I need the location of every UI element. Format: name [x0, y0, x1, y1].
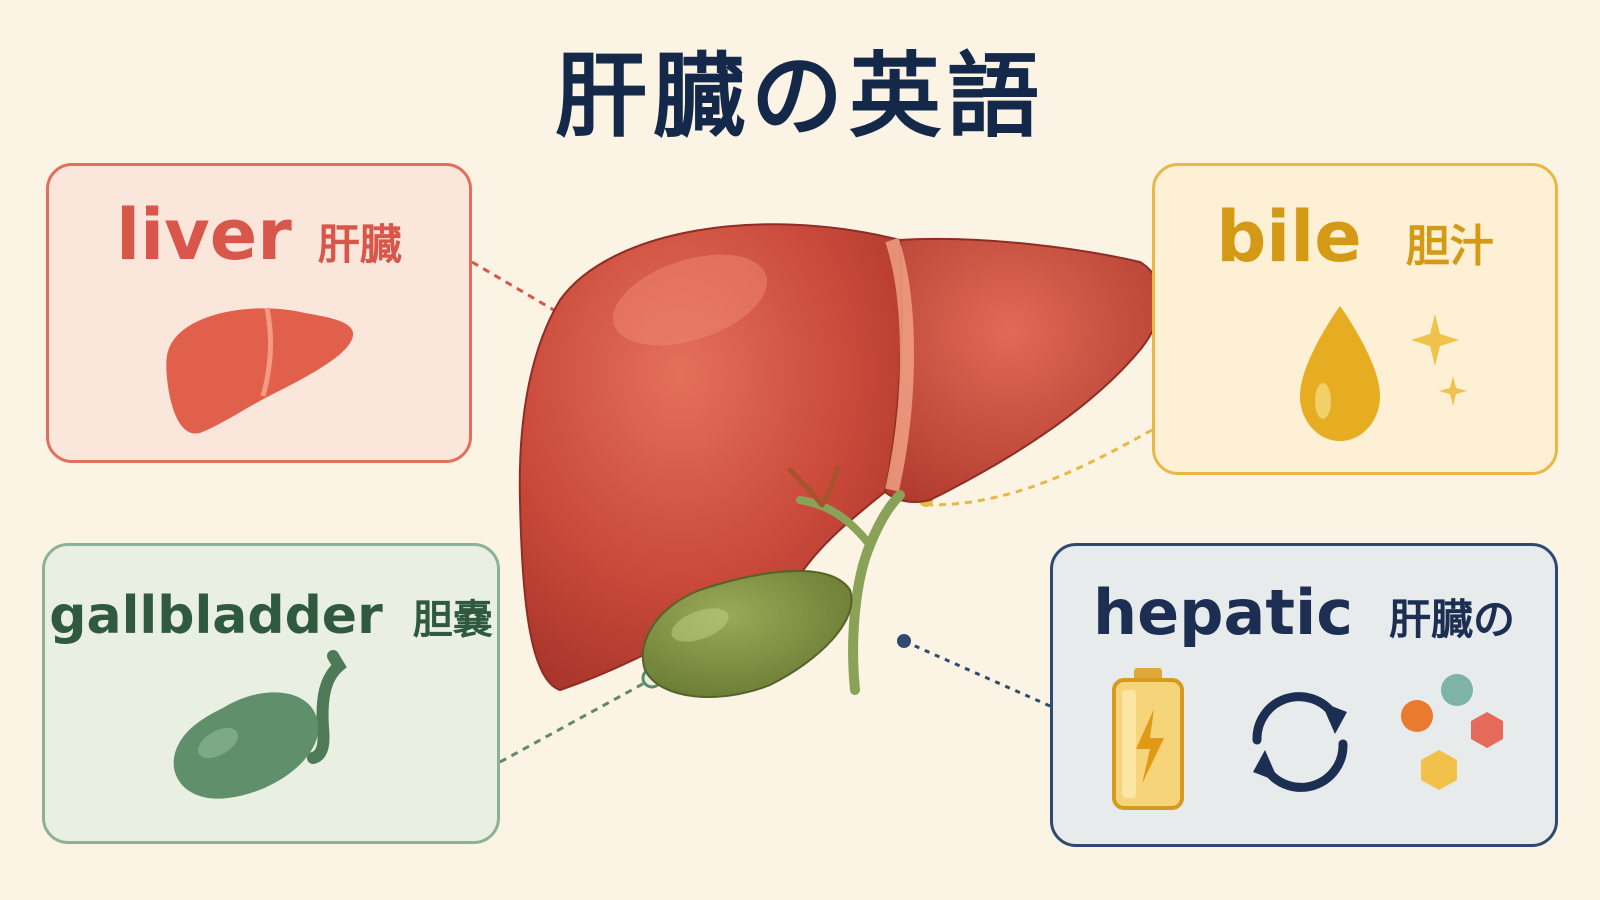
page-title: 肝臓の英語: [554, 43, 1045, 150]
gallbladder-english-term: gallbladder: [49, 586, 383, 646]
liver-japanese-term: 肝臓: [317, 220, 402, 269]
cycle-arrows-icon: [1235, 682, 1365, 802]
hepatic-marker: [897, 634, 911, 648]
hepatic-japanese-term: 肝臓の: [1389, 595, 1516, 644]
hepatic-card: hepatic 肝臓の: [1050, 543, 1558, 847]
liver-english-term: liver: [116, 194, 292, 276]
gallbladder-japanese-term: 胆嚢: [412, 597, 493, 643]
hepatic-heading: hepatic 肝臓の: [1053, 576, 1555, 649]
bile-connector: [929, 428, 1153, 507]
molecules-icon: [1397, 666, 1517, 796]
liver-heading: liver 肝臓: [49, 194, 469, 276]
liver-icon: [155, 298, 355, 438]
bile-japanese-term: 胆汁: [1405, 221, 1494, 272]
battery-icon: [1108, 664, 1188, 814]
sparkle-icon: [1407, 314, 1477, 414]
gallbladder-icon: [163, 648, 363, 808]
bile-card: bile 胆汁: [1152, 163, 1558, 475]
gallbladder-connector: [499, 678, 651, 764]
liver-card: liver 肝臓: [46, 163, 472, 463]
bile-drop-icon: [1295, 306, 1435, 446]
bile-heading: bile 胆汁: [1155, 196, 1555, 278]
hepatic-english-term: hepatic: [1092, 576, 1354, 649]
bile-english-term: bile: [1216, 196, 1362, 278]
gallbladder-heading: gallbladder 胆嚢: [45, 586, 497, 646]
gallbladder-card: gallbladder 胆嚢: [42, 543, 500, 844]
hepatic-connector: [905, 640, 1051, 708]
